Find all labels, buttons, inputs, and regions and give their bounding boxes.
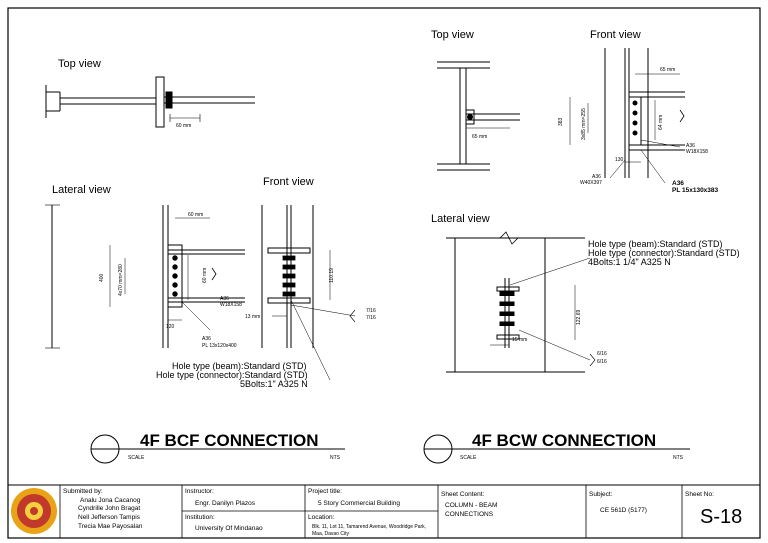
left-weld-716b: 7/16	[366, 315, 376, 321]
left-scale-value: NTS	[330, 455, 341, 461]
right-top-view-title: Top view	[431, 29, 474, 41]
title-block: Submitted by: Analu Jona Cacanog Cyndril…	[7, 484, 761, 539]
submitted-name-4: Trecia Mae Payosalan	[78, 523, 143, 530]
location-value-2: Maa, Davao City	[312, 531, 349, 537]
left-plate-spec-a: A36	[202, 336, 211, 342]
sheet-content-value-1: COLUMN - BEAM	[445, 502, 497, 509]
left-top-view-title: Top view	[58, 58, 101, 70]
submitted-name-3: Nell Jefferson Tampis	[78, 514, 141, 521]
location-label: Location:	[308, 514, 335, 521]
left-dim-400: 400	[99, 273, 105, 282]
left-beam-spec-b: W18X158	[220, 302, 242, 308]
right-dim-130: 130	[615, 157, 624, 163]
right-note-hole-beam: Hole type (beam):Standard (STD)	[588, 239, 723, 249]
right-front-view	[569, 48, 685, 184]
left-title-mark	[90, 434, 345, 464]
location-value-1: Blk. 11, Lot 11, Tamarend Avenue, Woodri…	[312, 524, 426, 530]
left-note-hole-connector: Hole type (connector):Standard (STD)	[156, 370, 308, 380]
right-front-view-title: Front view	[590, 29, 641, 41]
left-top-view	[45, 76, 255, 128]
right-dim-bolt-span: 3x85 mm=255	[581, 108, 587, 140]
left-note-hole-beam: Hole type (beam):Standard (STD)	[172, 361, 307, 371]
right-dim-12269: 122.69	[576, 309, 582, 325]
right-beam-spec-b: W18X158	[686, 149, 708, 155]
right-beam-spec-a: A36	[686, 143, 695, 149]
right-plate-spec-a: A36	[672, 180, 684, 187]
sheet-no-value: S-18	[700, 506, 742, 528]
right-note-bolts: 4Bolts:1 1/4" A325 N	[588, 257, 671, 267]
institution-value: University Of Mindanao	[195, 525, 263, 532]
right-note-hole-connector: Hole type (connector):Standard (STD)	[588, 248, 740, 258]
subject-label: Subject:	[589, 491, 613, 498]
right-scale-label: SCALE	[460, 455, 477, 461]
right-lateral-view-title: Lateral view	[431, 213, 490, 225]
right-drawing: Top view 65 mm Front view	[423, 29, 740, 464]
left-front-view	[261, 205, 356, 381]
left-front-view-title: Front view	[263, 176, 314, 188]
right-drawing-title: 4F BCW CONNECTION	[472, 431, 656, 450]
left-dim-60-vertical: 60 mm	[202, 268, 208, 283]
project-title-value: 5 Story Commercial Building	[318, 500, 400, 507]
left-scale-label: SCALE	[128, 455, 145, 461]
right-dim-383: 383	[558, 117, 564, 126]
right-weld-616a: 6/16	[597, 351, 607, 357]
right-dim-64: 64 mm	[658, 115, 664, 130]
left-lateral-view-title: Lateral view	[52, 184, 111, 196]
instructor-label: Instructor:	[185, 488, 214, 495]
right-col-spec-b: W40X397	[580, 180, 602, 186]
project-title-label: Project title:	[308, 488, 342, 495]
right-dim-15: 15 mm	[512, 337, 527, 343]
submitted-name-1: Analu Jona Cacanog	[80, 497, 141, 504]
submitted-by-label: Submitted by:	[63, 488, 103, 495]
left-weld-716a: 7/16	[366, 308, 376, 314]
university-seal-icon	[11, 488, 57, 534]
left-top-dim-60: 60 mm	[176, 123, 191, 129]
left-dim-bolt-span: 4x70 mm=280	[118, 264, 124, 296]
left-dim-120: 120	[166, 324, 175, 330]
left-beam-spec-a: A36	[220, 296, 229, 302]
left-dim-13: 13 mm	[245, 314, 260, 320]
sheet-content-value-2: CONNECTIONS	[445, 511, 494, 518]
sheet-no-label: Sheet No:	[685, 491, 714, 498]
left-drawing-title: 4F BCF CONNECTION	[140, 431, 319, 450]
right-weld-616b: 6/16	[597, 359, 607, 365]
right-title-mark	[423, 434, 690, 464]
right-plate-spec-b: PL 15x130x383	[672, 187, 719, 194]
subject-value: CE 561D (5177)	[600, 507, 647, 514]
left-plate-spec-b: PL 13x120x400	[202, 343, 237, 349]
right-front-dim-65: 65 mm	[660, 67, 675, 73]
instructor-value: Engr. Danilyn Plazos	[195, 500, 256, 507]
right-top-view	[437, 61, 520, 171]
left-dim-11019: 110.19	[329, 268, 335, 283]
right-scale-value: NTS	[673, 455, 684, 461]
right-top-dim-65: 65 mm	[472, 134, 487, 140]
right-lateral-view	[446, 231, 596, 373]
institution-label: Institution:	[185, 514, 215, 521]
left-lateral-dim-60: 60 mm	[188, 212, 203, 218]
sheet-content-label: Sheet Content:	[441, 491, 485, 498]
left-drawing: Top view 60 mm Lateral view	[45, 58, 376, 464]
left-note-bolts: 5Bolts:1" A325 N	[240, 379, 308, 389]
submitted-name-2: Cyndrille John Bragat	[78, 505, 140, 512]
right-col-spec-a: A36	[592, 174, 601, 180]
left-lateral-view	[45, 204, 245, 349]
